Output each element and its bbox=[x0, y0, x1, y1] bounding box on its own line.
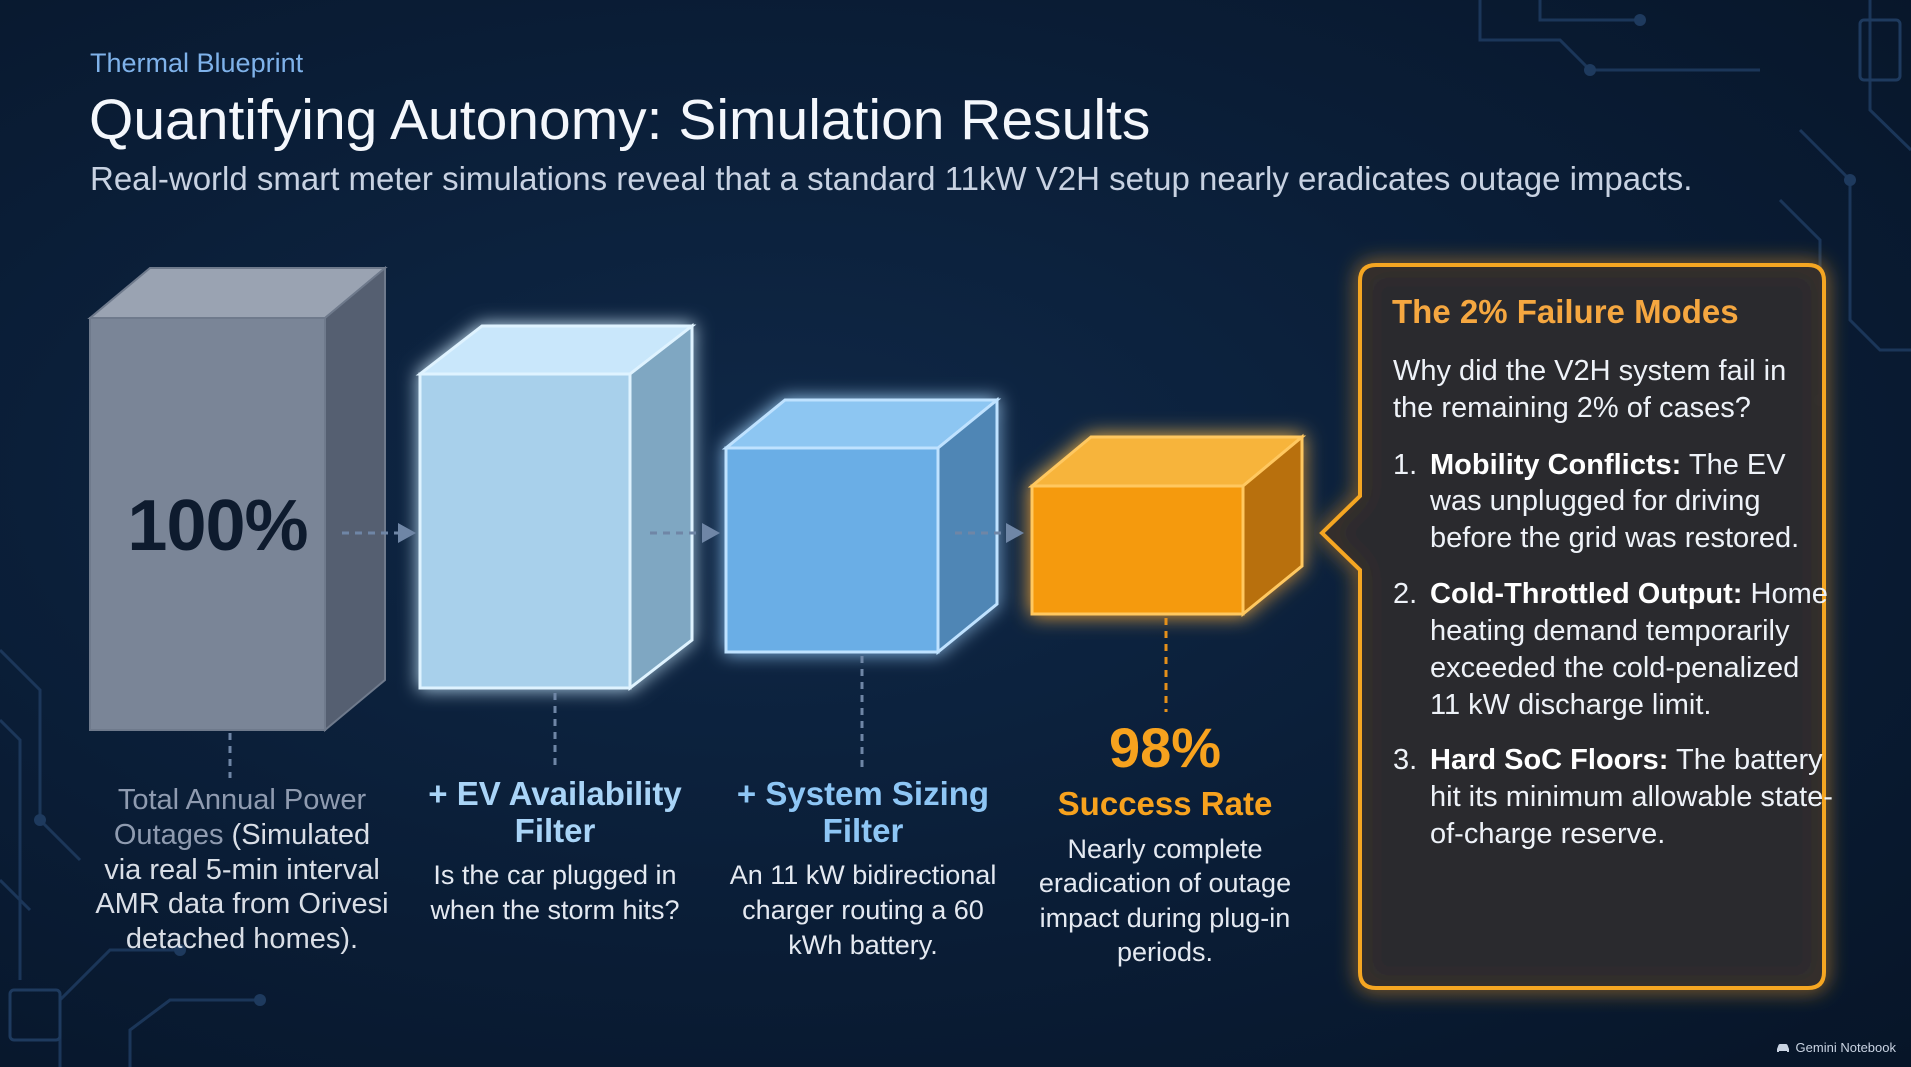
page-title: Quantifying Autonomy: Simulation Results bbox=[89, 88, 1151, 152]
total-outages-caption-rest: (Simulated via real 5-min interval AMR d… bbox=[95, 818, 389, 956]
page-subtitle: Real-world smart meter simulations revea… bbox=[90, 160, 1693, 197]
success-box bbox=[1027, 433, 1307, 618]
failure-mode-number: 1. bbox=[1393, 448, 1418, 481]
footer-label: Gemini Notebook bbox=[1795, 1040, 1896, 1055]
failure-mode-heading: Hard SoC Floors: bbox=[1430, 744, 1669, 777]
success-caption: 98% Success Rate Nearly complete eradica… bbox=[1020, 720, 1310, 970]
ev-filter-description: Is the car plugged in when the storm hit… bbox=[430, 859, 680, 925]
total-outages-box bbox=[87, 265, 388, 733]
car-icon bbox=[1776, 1043, 1789, 1052]
sizing-filter-title: + System Sizing Filter bbox=[736, 775, 990, 849]
footer-brand: Gemini Notebook bbox=[1775, 1040, 1896, 1055]
failure-panel-title: The 2% Failure Modes bbox=[1392, 293, 1739, 330]
flow-arrow-1 bbox=[342, 523, 416, 543]
success-label: Success Rate bbox=[1057, 785, 1273, 822]
total-percentage: 100% bbox=[127, 486, 308, 566]
failure-mode-text: The battery hit its minimum allowable st… bbox=[1430, 744, 1833, 851]
ev-filter-title: + EV Availability Filter bbox=[428, 775, 682, 849]
failure-modes-panel bbox=[1319, 263, 1826, 990]
ev-filter-box bbox=[415, 322, 697, 692]
failure-mode-heading: Mobility Conflicts: bbox=[1430, 448, 1682, 481]
ev-filter-caption: + EV Availability Filter Is the car plug… bbox=[410, 775, 700, 928]
failure-mode-number: 3. bbox=[1393, 744, 1418, 777]
total-outages-caption-lead: Total Annual Power Outages bbox=[113, 784, 367, 851]
failure-mode-item: 2. Cold-Throttled Output: Home heating d… bbox=[1393, 576, 1833, 723]
failure-mode-number: 2. bbox=[1393, 578, 1418, 611]
sizing-filter-box bbox=[721, 396, 1002, 656]
section-kicker: Thermal Blueprint bbox=[90, 48, 304, 78]
failure-panel-intro: Why did the V2H system fail in the remai… bbox=[1393, 355, 1787, 424]
failure-panel-content: The 2% Failure Modes Why did the V2H sys… bbox=[1392, 293, 1833, 872]
success-description: Nearly complete eradication of outage im… bbox=[1038, 833, 1292, 968]
failure-mode-text: Home heating demand temporarily exceeded… bbox=[1430, 578, 1828, 721]
total-outages-caption: Total Annual Power Outages (Simulated vi… bbox=[92, 783, 392, 957]
failure-mode-item: 3. Hard SoC Floors: The battery hit its … bbox=[1393, 742, 1833, 852]
flow-arrow-2 bbox=[650, 523, 720, 543]
failure-mode-heading: Cold-Throttled Output: bbox=[1430, 578, 1743, 611]
failure-modes-list: 1. Mobility Conflicts: The EV was unplug… bbox=[1393, 447, 1833, 853]
flow-arrow-3 bbox=[955, 523, 1024, 543]
sizing-filter-description: An 11 kW bidirectional charger routing a… bbox=[729, 859, 997, 961]
failure-mode-text: The EV was unplugged for driving before … bbox=[1430, 448, 1800, 555]
success-percentage: 98% bbox=[1108, 716, 1222, 779]
sizing-filter-caption: + System Sizing Filter An 11 kW bidirect… bbox=[713, 775, 1013, 963]
failure-mode-item: 1. Mobility Conflicts: The EV was unplug… bbox=[1393, 447, 1833, 557]
